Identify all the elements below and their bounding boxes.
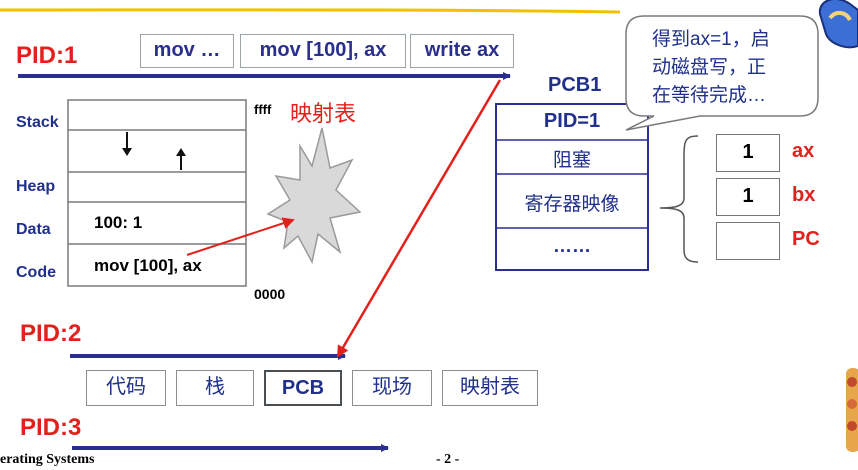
callout-line-2: 动磁盘写，正 — [652, 57, 767, 78]
pcb-register-image-field: 寄存器映像 — [524, 194, 620, 215]
context-scene: 现场 — [352, 370, 432, 406]
context-mapping-table: 映射表 — [442, 370, 538, 406]
callout-line-1: 得到ax=1，启 — [652, 29, 770, 50]
instruction-1: mov … — [140, 34, 234, 68]
register-ax-value: 1 — [716, 134, 780, 172]
code-to-mapping-arrow — [186, 217, 295, 256]
title-strip — [0, 0, 858, 14]
mapping-table-starburst — [266, 127, 362, 265]
register-bx-value: 1 — [716, 178, 780, 216]
pcb1-title: PCB1 — [548, 74, 602, 96]
register-ax-name: ax — [792, 140, 815, 162]
data-content: 100: 1 — [94, 213, 143, 232]
pcb1-box — [495, 103, 649, 271]
register-bx-name: bx — [792, 184, 816, 206]
context-stack: 栈 — [176, 370, 254, 406]
pcb-state-field: 阻塞 — [552, 150, 591, 171]
code-content: mov [100], ax — [94, 256, 202, 275]
context-code: 代码 — [86, 370, 166, 406]
address-bottom: 0000 — [254, 286, 286, 302]
stack-label: Stack — [16, 114, 59, 131]
memory-layout — [67, 99, 247, 287]
data-label: Data — [16, 221, 51, 238]
code-label: Code — [16, 264, 56, 281]
pid1-label: PID:1 — [16, 42, 78, 69]
pid3-label: PID:3 — [20, 414, 82, 441]
address-top: ffff — [254, 102, 272, 117]
heap-label: Heap — [16, 178, 56, 195]
register-brace — [659, 135, 699, 263]
callout-line-3: 在等待完成… — [652, 85, 767, 106]
register-pc-value — [716, 222, 780, 260]
title-underline — [0, 8, 621, 14]
pcb-to-pid2-arrow — [336, 79, 502, 358]
footer-course-title: erating Systems — [0, 452, 95, 467]
pcb-pid-field: PID=1 — [543, 110, 601, 132]
mascot-icon — [818, 0, 858, 49]
mapping-table-label: 映射表 — [290, 101, 357, 126]
instruction-2: mov [100], ax — [240, 34, 406, 68]
pid2-label: PID:2 — [20, 320, 82, 347]
decorative-figure-icon — [846, 368, 858, 452]
register-pc-name: PC — [792, 228, 820, 250]
callout-bubble — [625, 15, 819, 131]
callout-text: 得到ax=1，启 动磁盘写，正 在等待完成… — [652, 26, 812, 110]
context-pcb: PCB — [264, 370, 342, 406]
instruction-3: write ax — [410, 34, 514, 68]
footer-page-number: - 2 - — [436, 452, 460, 467]
pcb-more-field: …… — [553, 236, 591, 257]
